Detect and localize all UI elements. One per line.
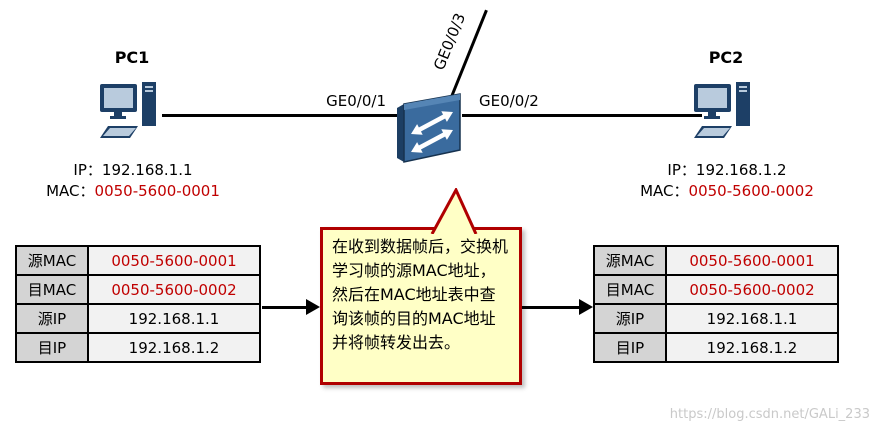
frame-field-value: 192.168.1.2 <box>87 332 261 363</box>
frame-field-value: 0050-5600-0001 <box>665 245 839 276</box>
pc2-ip-label: IP： <box>667 161 696 179</box>
frame-field-label: 目IP <box>593 332 667 363</box>
port-label-ge001: GE0/0/1 <box>326 92 386 110</box>
frame-table-left: 源MAC 0050-5600-0001 目MAC 0050-5600-0002 … <box>15 245 261 363</box>
switch-callout: 在收到数据帧后，交换机学习帧的源MAC地址，然后在MAC地址表中查询该帧的目的M… <box>320 227 522 385</box>
table-row: 目MAC 0050-5600-0002 <box>15 274 261 305</box>
table-row: 源IP 192.168.1.1 <box>15 303 261 334</box>
arrow-right-head-icon <box>579 299 593 315</box>
table-row: 目MAC 0050-5600-0002 <box>593 274 839 305</box>
pc1-ip-label: IP： <box>73 161 102 179</box>
frame-field-value: 0050-5600-0002 <box>665 274 839 305</box>
frame-field-label: 目MAC <box>593 274 667 305</box>
frame-table-right: 源MAC 0050-5600-0001 目MAC 0050-5600-0002 … <box>593 245 839 363</box>
pc1-mac-line: MAC：0050-5600-0001 <box>38 181 228 202</box>
pc1-label: PC1 <box>114 48 150 67</box>
frame-field-label: 目IP <box>15 332 89 363</box>
frame-field-value: 0050-5600-0002 <box>87 274 261 305</box>
frame-field-label: 源MAC <box>593 245 667 276</box>
pc2-mac-line: MAC：0050-5600-0002 <box>632 181 822 202</box>
pc2-mac-label: MAC： <box>640 182 689 200</box>
frame-field-label: 源MAC <box>15 245 89 276</box>
table-row: 目IP 192.168.1.2 <box>593 332 839 363</box>
pc2-ip-line: IP：192.168.1.2 <box>632 160 822 181</box>
pc1-ip-line: IP：192.168.1.1 <box>38 160 228 181</box>
pc1-icon <box>98 78 166 152</box>
pc1-mac-value: 0050-5600-0001 <box>94 182 220 200</box>
frame-field-value: 192.168.1.2 <box>665 332 839 363</box>
pc2-ip-value: 192.168.1.2 <box>695 161 787 179</box>
table-row: 源IP 192.168.1.1 <box>593 303 839 334</box>
pc2-icon <box>692 78 760 152</box>
switch-icon <box>391 86 467 164</box>
link-pc1-switch <box>162 114 398 117</box>
arrow-left-line <box>262 306 308 309</box>
pc2-addressing: IP：192.168.1.2 MAC：0050-5600-0002 <box>632 160 822 202</box>
port-label-ge002: GE0/0/2 <box>479 92 539 110</box>
arrow-left-head-icon <box>306 299 320 315</box>
frame-field-value: 192.168.1.1 <box>665 303 839 334</box>
pc1-mac-label: MAC： <box>46 182 95 200</box>
frame-field-label: 源IP <box>593 303 667 334</box>
link-switch-pc2 <box>462 114 702 117</box>
frame-field-label: 源IP <box>15 303 89 334</box>
pc1-addressing: IP：192.168.1.1 MAC：0050-5600-0001 <box>38 160 228 202</box>
pc2-label: PC2 <box>708 48 744 67</box>
watermark: https://blog.csdn.net/GALi_233 <box>669 407 870 422</box>
pc2-mac-value: 0050-5600-0002 <box>688 182 814 200</box>
callout-tail-icon <box>430 188 478 234</box>
table-row: 源MAC 0050-5600-0001 <box>15 245 261 276</box>
frame-field-value: 192.168.1.1 <box>87 303 261 334</box>
table-row: 目IP 192.168.1.2 <box>15 332 261 363</box>
table-row: 源MAC 0050-5600-0001 <box>593 245 839 276</box>
arrow-right-line <box>522 306 580 309</box>
pc1-ip-value: 192.168.1.1 <box>101 161 193 179</box>
frame-field-label: 目MAC <box>15 274 89 305</box>
frame-field-value: 0050-5600-0001 <box>87 245 261 276</box>
